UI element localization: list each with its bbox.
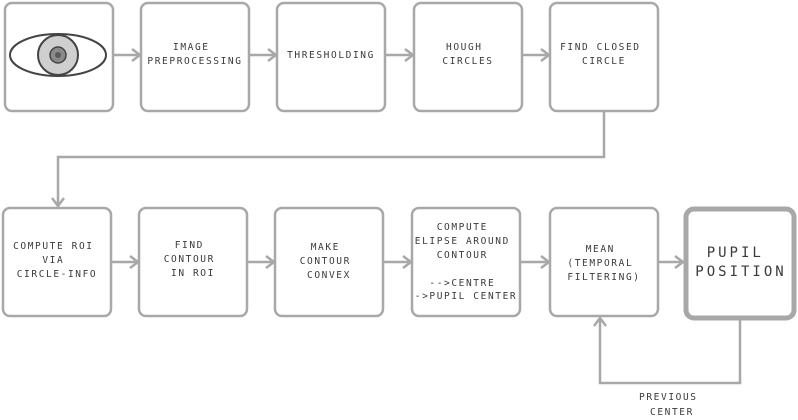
compute-roi-label: COMPUTE ROI VIA CIRCLE-INFO: [13, 241, 101, 280]
row2-arrows: [111, 255, 686, 269]
hough-circles-label: HOUGH CIRCLES: [442, 42, 493, 67]
find-contour-label: FIND CONTOUR IN ROI: [164, 240, 223, 279]
image-preprocessing-label: IMAGE PREPROCESSING: [147, 42, 242, 67]
compute-ellipse-label: COMPUTE ELIPSE AROUND CONTOUR -->CENTRE …: [415, 222, 517, 302]
find-closed-circle-label: FIND CLOSED CIRCLE: [560, 42, 648, 67]
feedback-loop-arrow: [593, 315, 742, 385]
row-link-arrow: [51, 111, 606, 209]
thresholding-box: [275, 1, 387, 113]
pupil-position-box: [683, 206, 797, 321]
thresholding-label: THRESHOLDING: [287, 50, 375, 61]
row1-arrows: [113, 48, 552, 62]
make-convex-label: MAKE CONTOUR CONVEX: [300, 242, 359, 281]
image-preprocessing-box: [139, 1, 251, 113]
mean-filter-label: MEAN (TEMPORAL FILTERING): [567, 244, 640, 283]
hough-circles-box: [412, 1, 524, 113]
pupil-position-label: PUPIL POSITION: [695, 245, 786, 280]
previous-center-label: PREVIOUS CENTER: [639, 392, 705, 418]
eye-icon: [9, 33, 107, 77]
